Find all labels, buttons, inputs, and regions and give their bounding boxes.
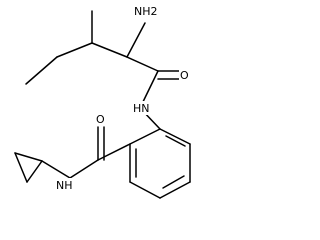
ring-bond-1 bbox=[159, 128, 191, 145]
carbonyl-oxygen-bottom-label: O bbox=[96, 113, 105, 126]
amine-label: NH2 bbox=[134, 5, 158, 18]
label-bg-oxygen-bottom bbox=[95, 112, 106, 126]
bond-carbonyl-bottom-to-nh bbox=[69, 159, 99, 179]
amide-nh-bottom-label: NH bbox=[56, 179, 73, 192]
bond-ring-to-carbonyl-bottom bbox=[97, 143, 131, 161]
ring-bond-3 bbox=[159, 181, 191, 199]
cyclopropyl-bond-1 bbox=[14, 152, 43, 162]
bonds bbox=[14, 10, 191, 199]
bond-methine-to-alpha bbox=[91, 42, 128, 58]
amide-nh-top-label: HN bbox=[133, 102, 150, 115]
bond-alpha-to-carbonyl bbox=[126, 56, 159, 72]
ring-bond-4 bbox=[129, 181, 161, 199]
bond-ethyl-to-methine bbox=[56, 42, 93, 58]
carbonyl-oxygen-top-label: O bbox=[180, 69, 189, 82]
label-bg-nh-bottom bbox=[55, 178, 75, 192]
cyclopropyl-bond-2 bbox=[14, 152, 28, 183]
chemical-structure-diagram: NH2 O HN O NH bbox=[14, 4, 191, 199]
label-bg-amine bbox=[133, 4, 157, 18]
ring-bond-6 bbox=[129, 128, 161, 145]
bond-ethyl-terminal bbox=[25, 56, 58, 85]
label-bg-oxygen-top bbox=[179, 68, 190, 82]
ring-inner-bond-1 bbox=[165, 135, 186, 147]
atom-labels: NH2 O HN O NH bbox=[55, 4, 190, 192]
cyclopropyl-bond-3 bbox=[26, 160, 43, 183]
bond-alpha-to-amine bbox=[126, 22, 146, 58]
bond-nh-to-cyclopropyl bbox=[41, 160, 71, 179]
label-bg-nh-top bbox=[132, 101, 152, 115]
ring-inner-bond-2 bbox=[162, 175, 185, 189]
